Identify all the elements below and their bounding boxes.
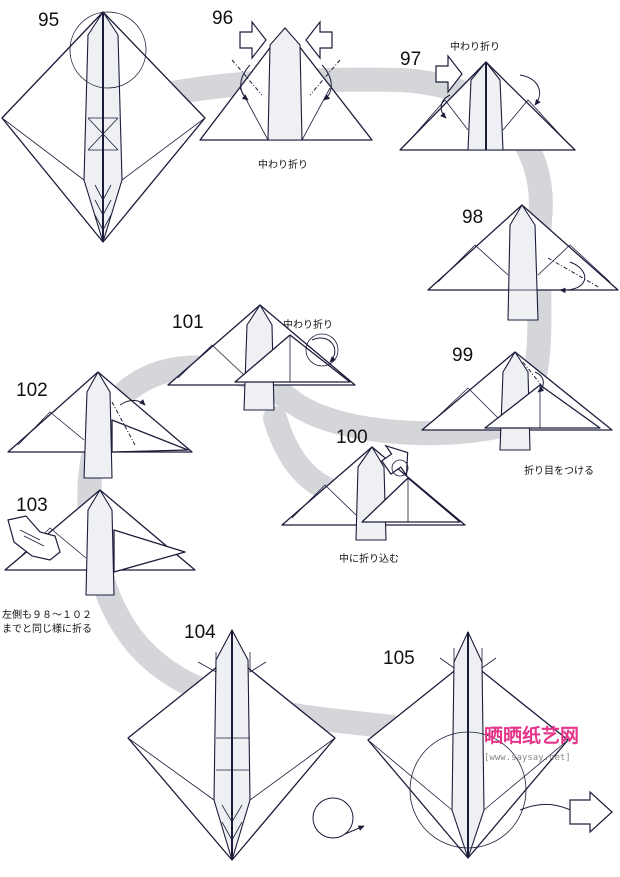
turn-over-icon [312, 797, 365, 839]
step-102-figure [7, 371, 193, 479]
step-101-caption: 中わり折り [283, 318, 333, 331]
step-99-figure [421, 351, 613, 451]
step-100-number: 100 [336, 427, 368, 448]
step-97-number: 97 [400, 49, 421, 70]
step-102-number: 102 [16, 380, 48, 401]
step-97-figure [399, 54, 576, 151]
step-104-number: 104 [184, 622, 216, 643]
step-96-caption: 中わり折り [258, 158, 308, 171]
step-105-number: 105 [383, 648, 415, 669]
brand-watermark: 晒晒纸艺网 [484, 724, 579, 747]
step-103-number: 103 [16, 495, 48, 516]
step-95-number: 95 [38, 10, 59, 31]
step-96-figure [199, 20, 373, 141]
step-105-figure [367, 631, 613, 859]
step-101-number: 101 [172, 312, 204, 333]
step-97-caption: 中わり折り [450, 40, 500, 53]
step-100-caption: 中に折り込む [339, 552, 399, 565]
step-104-figure [127, 629, 336, 861]
step-103-caption-line-2: までと同じ様に折る [2, 622, 92, 635]
step-96-number: 96 [212, 8, 233, 29]
step-101-figure [167, 304, 356, 411]
step-99-number: 99 [452, 345, 473, 366]
step-99-caption: 折り目をつける [524, 464, 594, 477]
step-95-figure [1, 11, 206, 243]
step-103-caption-line-1: 左側も９８～１０２ [2, 608, 92, 621]
step-98-figure [427, 204, 619, 321]
hand-icon [7, 515, 61, 561]
step-98-number: 98 [462, 207, 483, 228]
brand-url: [www.saysay.net] [484, 753, 571, 763]
step-100-figure [281, 444, 466, 541]
